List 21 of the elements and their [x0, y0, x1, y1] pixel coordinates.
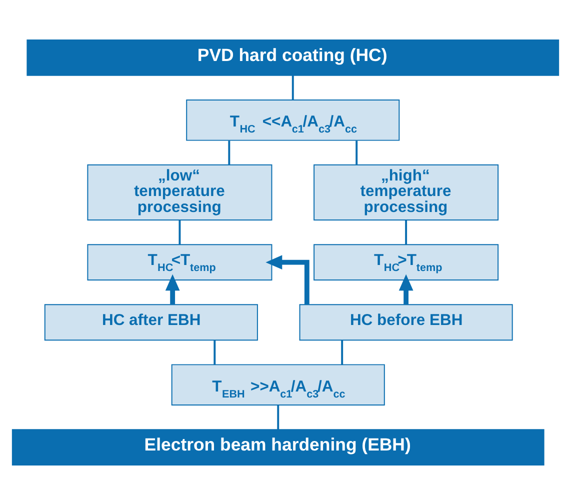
arrow [266, 254, 310, 304]
connector [292, 74, 294, 100]
connector [178, 220, 181, 244]
connector [341, 340, 344, 364]
arrow [398, 274, 414, 304]
connector [405, 220, 408, 244]
connector [356, 140, 358, 164]
node-box: T$_{EBH}$ >>A$_{c1}$/A$_{c3}$/A$_{cc}$ [171, 364, 385, 406]
node-box: T$_{HC}$<T$_{temp}$ [87, 244, 272, 280]
node-box: T$_{HC}$ <<A$_{c1}$/A$_{c3}$/A$_{cc}$ [186, 98, 400, 140]
node-box: PVD hard coating (HC) [26, 38, 560, 76]
connector [228, 140, 230, 164]
node-box: „high“ temperature processing [314, 164, 499, 220]
node-box: HC before EBH [299, 304, 513, 340]
node-box: HC after EBH [44, 304, 258, 340]
arrow [165, 274, 180, 304]
node-box: T$_{HC}$>T$_{temp}$ [314, 244, 499, 280]
node-box: Electron beam hardening (EBH) [12, 428, 544, 466]
connector [214, 340, 216, 364]
connector [277, 404, 280, 430]
node-box: „low“ temperature processing [87, 164, 272, 220]
